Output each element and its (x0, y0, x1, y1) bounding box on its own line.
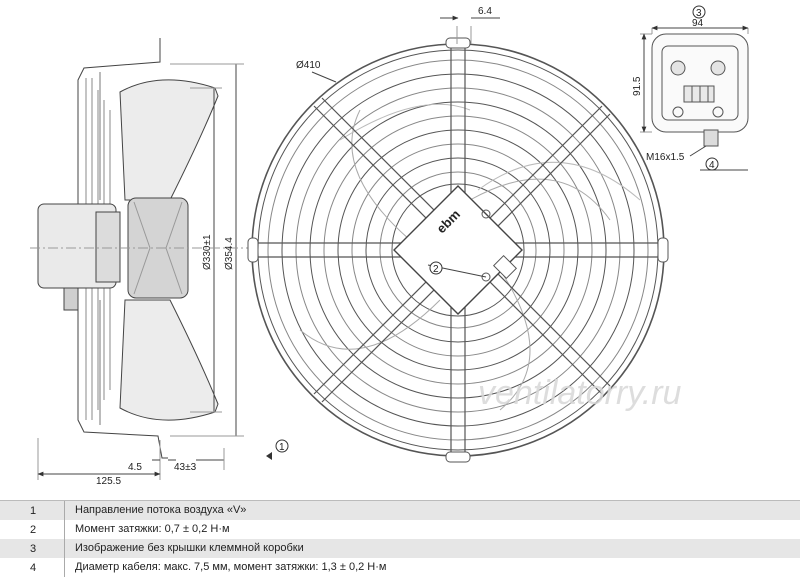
legend-text: Момент затяжки: 0,7 ± 0,2 Н·м (64, 520, 230, 539)
legend-text: Направление потока воздуха «V» (64, 501, 246, 520)
legend-table: 1 Направление потока воздуха «V» 2 Момен… (0, 500, 800, 577)
svg-text:3: 3 (696, 8, 702, 19)
dim-cable-gland: M16x1.5 (646, 152, 685, 163)
terminal-box-view (640, 25, 749, 171)
dim-grille-diameter: Ø410 (296, 60, 321, 71)
legend-number: 4 (30, 561, 37, 574)
side-blade-upper (119, 79, 219, 201)
side-bracket (77, 38, 168, 459)
legend-row: 3 Изображение без крышки клеммной коробк… (0, 539, 800, 558)
svg-text:1: 1 (279, 442, 285, 453)
terminal-strip (683, 85, 715, 103)
legend-number: 2 (30, 523, 37, 536)
legend-row: 4 Диаметр кабеля: макс. 7,5 мм, момент з… (0, 558, 800, 577)
legend-text: Изображение без крышки клеммной коробки (64, 539, 304, 558)
legend-number: 3 (30, 542, 37, 555)
dim-depth-fan: 43±3 (174, 462, 197, 473)
svg-text:2: 2 (433, 264, 439, 275)
marker-1-airflow: 1 (266, 439, 289, 460)
side-blade-lower (119, 299, 219, 421)
side-cable-gland (63, 287, 79, 311)
terminal-cable-gland (703, 129, 719, 147)
screw-2 (481, 272, 491, 282)
mount-foot-bottom (445, 451, 471, 463)
mount-foot-right (657, 237, 669, 263)
dim-box-width: 94 (692, 18, 704, 29)
technical-drawing: Ø330±1 Ø354.4 125.5 4.5 43±3 (30, 5, 749, 487)
mount-foot-top (445, 37, 471, 49)
terminal-box-body (651, 33, 749, 133)
front-view (247, 15, 669, 463)
mount-foot-left (247, 237, 259, 263)
motor-plate (393, 185, 523, 315)
legend-number: 1 (30, 504, 37, 517)
dim-depth-total: 125.5 (96, 476, 121, 487)
legend-row: 2 Момент затяжки: 0,7 ± 0,2 Н·м (0, 520, 800, 539)
watermark: ventilatorry.ru (478, 374, 682, 412)
legend-row: 1 Направление потока воздуха «V» (0, 501, 800, 520)
dim-mount-diameter: Ø354.4 (224, 237, 235, 270)
fan-blade-3 (299, 299, 441, 350)
fan-blade-1 (469, 178, 611, 221)
svg-text:4: 4 (709, 160, 715, 171)
fan-blade-2 (499, 269, 531, 411)
dim-box-height: 91.5 (632, 76, 643, 96)
marker-3: 3 (692, 5, 706, 19)
side-view (30, 38, 250, 480)
fan-blade-4 (351, 109, 411, 241)
marker-4: 4 (705, 157, 719, 171)
dim-top-offset: 6.4 (478, 6, 492, 17)
dim-depth-small: 4.5 (128, 462, 142, 473)
dim-blade-diameter: Ø330±1 (202, 234, 213, 270)
marker-2: 2 (429, 261, 443, 275)
legend-text: Диаметр кабеля: макс. 7,5 мм, момент зат… (64, 558, 386, 577)
